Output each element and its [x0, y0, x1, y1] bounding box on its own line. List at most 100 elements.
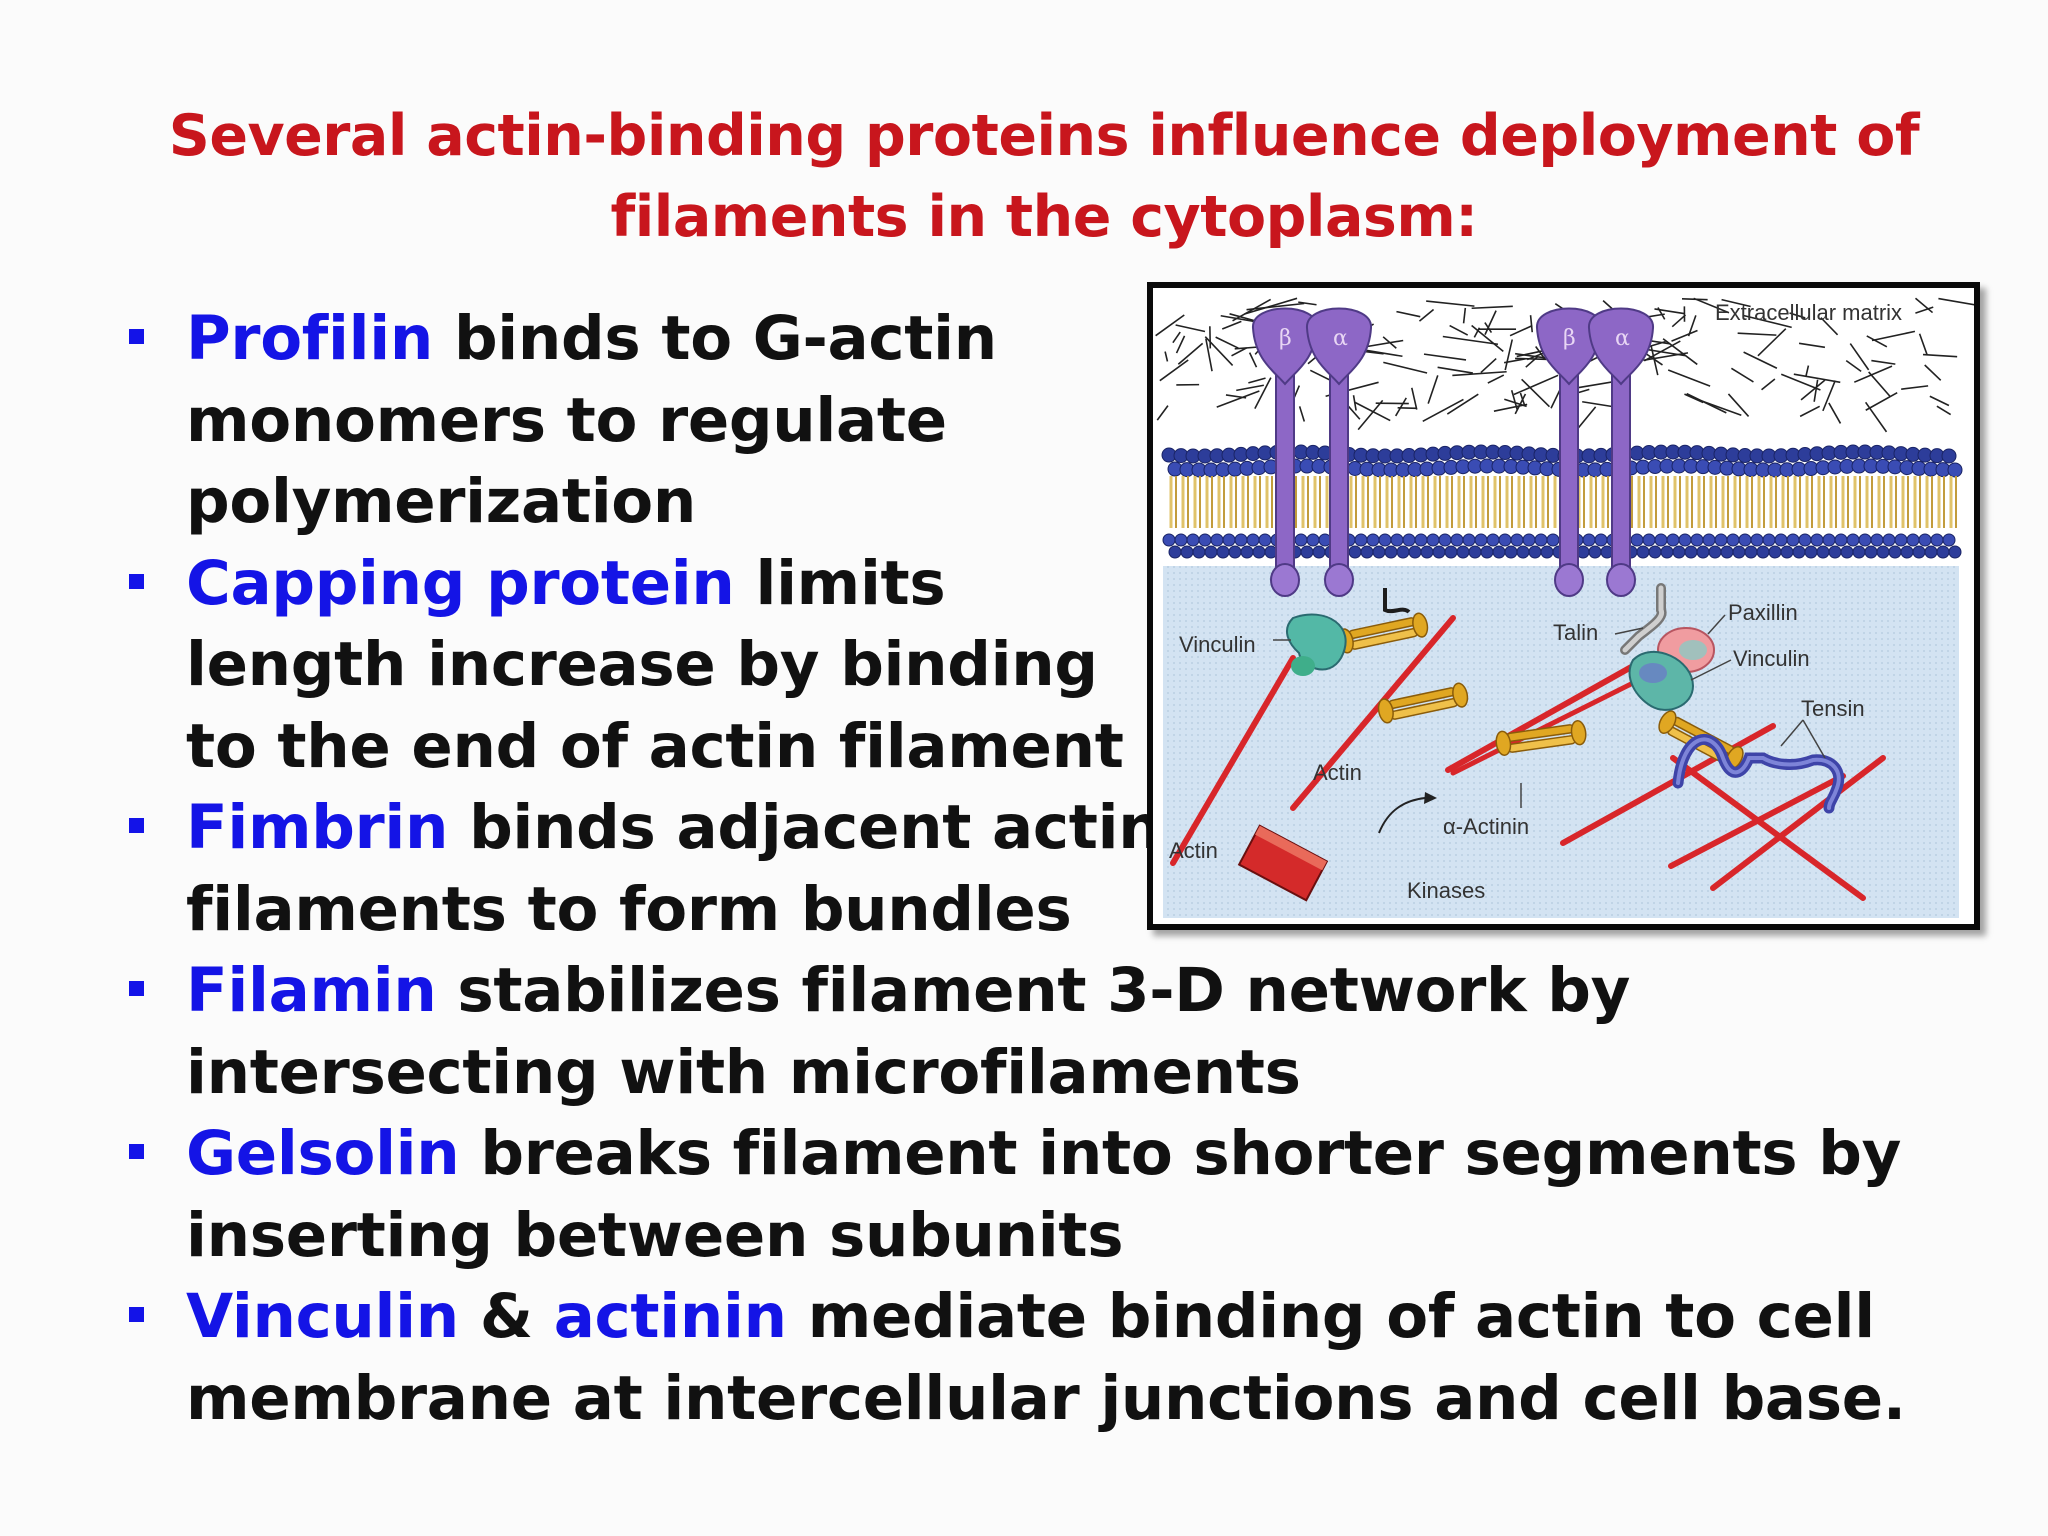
ecm-fiber	[1529, 315, 1534, 333]
ecm-fiber	[1662, 338, 1698, 366]
lipid-head	[1941, 448, 1957, 464]
talin-connector	[1383, 588, 1411, 614]
integrin-foot	[1324, 563, 1354, 597]
lipid-head	[1690, 533, 1704, 547]
ecm-fiber	[1229, 313, 1259, 323]
lipid-head	[1906, 533, 1920, 547]
lipid-head	[1528, 545, 1542, 559]
ecm-fiber	[1462, 307, 1467, 324]
label-alpha-actinin: α-Actinin	[1443, 814, 1529, 839]
ecm-fiber	[1721, 298, 1751, 308]
lipid-head	[1666, 533, 1680, 547]
lipid-head	[1948, 545, 1962, 559]
integrin-head	[1587, 307, 1655, 386]
ecm-fiber	[1504, 339, 1514, 371]
lipid-head	[1210, 533, 1224, 547]
ecm-fiber	[1177, 342, 1204, 365]
ecm-fiber	[1175, 335, 1186, 354]
lipid-head	[1444, 545, 1458, 559]
lipid-head	[1258, 533, 1272, 547]
bullet-text: filaments to form bundles	[186, 873, 1072, 945]
lipid-head	[1162, 533, 1176, 547]
lipid-head	[1540, 545, 1554, 559]
lipid-head	[1486, 533, 1500, 547]
bullet-text: breaks filament into shorter segments by	[480, 1118, 1902, 1189]
lipid-head	[1732, 545, 1746, 559]
lipid-head	[1918, 533, 1932, 547]
lipid-head	[1234, 533, 1248, 547]
ecm-fiber	[1159, 359, 1189, 382]
ecm-fiber	[1519, 392, 1526, 405]
ecm-fiber	[1232, 298, 1272, 322]
lipid-head	[1828, 545, 1842, 559]
lipid-head	[1216, 545, 1230, 559]
integrin-head	[1535, 307, 1603, 386]
actin-filament	[1670, 755, 1866, 901]
lipid-head	[1888, 545, 1902, 559]
lipid-head	[1366, 533, 1380, 547]
term-actinin: actinin	[553, 1281, 787, 1352]
ecm-fiber	[1699, 399, 1742, 416]
ecm-fiber	[1922, 353, 1958, 358]
label-actin-left: Actin	[1169, 838, 1218, 863]
integrin-subunit-label: β	[1279, 326, 1292, 351]
lipid-head	[1498, 533, 1512, 547]
ecm-fiber	[1426, 300, 1475, 307]
ecm-fiber	[1437, 366, 1474, 374]
lipid-head	[1678, 533, 1692, 547]
kinase-arrow	[1378, 797, 1426, 834]
ecm-fiber	[1757, 328, 1787, 357]
lipid-head	[1726, 533, 1740, 547]
label-talin: Talin	[1553, 620, 1598, 645]
label-extracellular-matrix: Extracellular matrix	[1715, 300, 1902, 325]
ecm-fiber	[1365, 349, 1403, 358]
bullet-text: intersecting with microfilaments	[186, 1036, 1301, 1108]
lipid-head	[1750, 533, 1764, 547]
ecm-fiber	[1164, 351, 1169, 362]
lipid-head	[1792, 545, 1806, 559]
ecm-fiber	[1866, 335, 1888, 348]
lipid-head	[1474, 533, 1488, 547]
ecm-fiber	[1449, 324, 1469, 336]
ecm-fiber	[1693, 297, 1730, 314]
lipid-head	[1246, 533, 1260, 547]
ecm-fiber	[1727, 393, 1750, 417]
bullet-text: stabilizes filament 3-D network by	[457, 955, 1631, 1026]
bullet-text: binds to G-actin	[453, 303, 997, 374]
term-capping-protein: Capping protein	[186, 547, 735, 619]
ecm-fiber	[1246, 302, 1305, 311]
ecm-fiber	[1871, 359, 1896, 365]
lipid-head	[1348, 545, 1362, 559]
talin-highlight	[1622, 585, 1665, 653]
ecm-fiber	[1780, 373, 1821, 391]
lipid-head	[1390, 533, 1404, 547]
ecm-fiber	[1396, 310, 1421, 318]
paxillin-highlight	[1679, 640, 1707, 660]
lipid-head	[1756, 545, 1770, 559]
integrin-subunit-label: β	[1563, 326, 1576, 351]
lipid-head	[1504, 545, 1518, 559]
lipid-head	[1804, 545, 1818, 559]
lipid-head	[1858, 533, 1872, 547]
ecm-fiber	[1442, 335, 1499, 346]
lipid-head	[1642, 533, 1656, 547]
ecm-fiber	[1737, 332, 1777, 336]
lipid-head	[1942, 533, 1956, 547]
ecm-fiber	[1155, 314, 1185, 337]
lipid-head	[1648, 545, 1662, 559]
integrin-foot	[1606, 563, 1636, 597]
lipid-head	[1408, 545, 1422, 559]
lipid-head	[1300, 545, 1314, 559]
lipid-head	[1534, 533, 1548, 547]
integrin-head	[1251, 307, 1319, 386]
ecm-fiber	[1938, 297, 1974, 306]
lipid-head	[1774, 533, 1788, 547]
ecm-fiber	[1864, 401, 1888, 433]
bullet-text: length increase by binding	[186, 629, 1098, 700]
label-actin-mid: Actin	[1313, 760, 1362, 785]
vinculin-shade-right	[1639, 663, 1667, 683]
lipid-head	[1516, 545, 1530, 559]
lipid-head	[1696, 545, 1710, 559]
bullet-marker	[129, 818, 144, 833]
